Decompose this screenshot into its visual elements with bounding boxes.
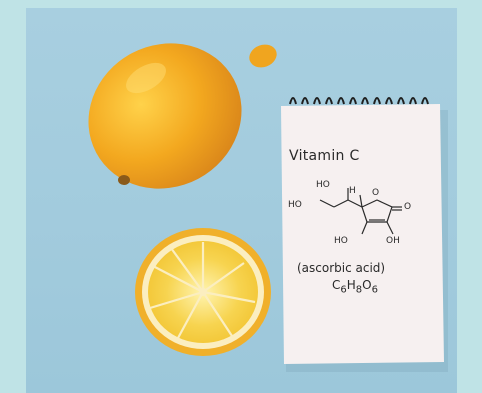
photo: Vitamin C HO HO H O O HO OH (ascorbic ac…: [26, 8, 457, 393]
atom-ho-left: HO: [288, 200, 302, 210]
atom-ho-top: HO: [316, 180, 330, 190]
atom-oh-bottom: OH: [386, 236, 400, 246]
ascorbic-acid-structure: [319, 188, 402, 235]
notebook-spiral: [289, 97, 429, 105]
half-lemon: [135, 228, 271, 356]
chemical-formula: C6H8O6: [332, 278, 378, 296]
notebook-subtitle: (ascorbic acid): [297, 261, 386, 275]
photo-illustration: [88, 43, 448, 372]
atom-ho-bottom: HO: [334, 236, 348, 246]
atom-o-carbonyl: O: [404, 202, 412, 212]
atom-h: H: [349, 186, 356, 196]
whole-lemon: [88, 43, 277, 189]
notebook-title: Vitamin C: [289, 148, 360, 164]
notebook: [281, 97, 444, 364]
atom-o-ring: O: [372, 188, 380, 198]
